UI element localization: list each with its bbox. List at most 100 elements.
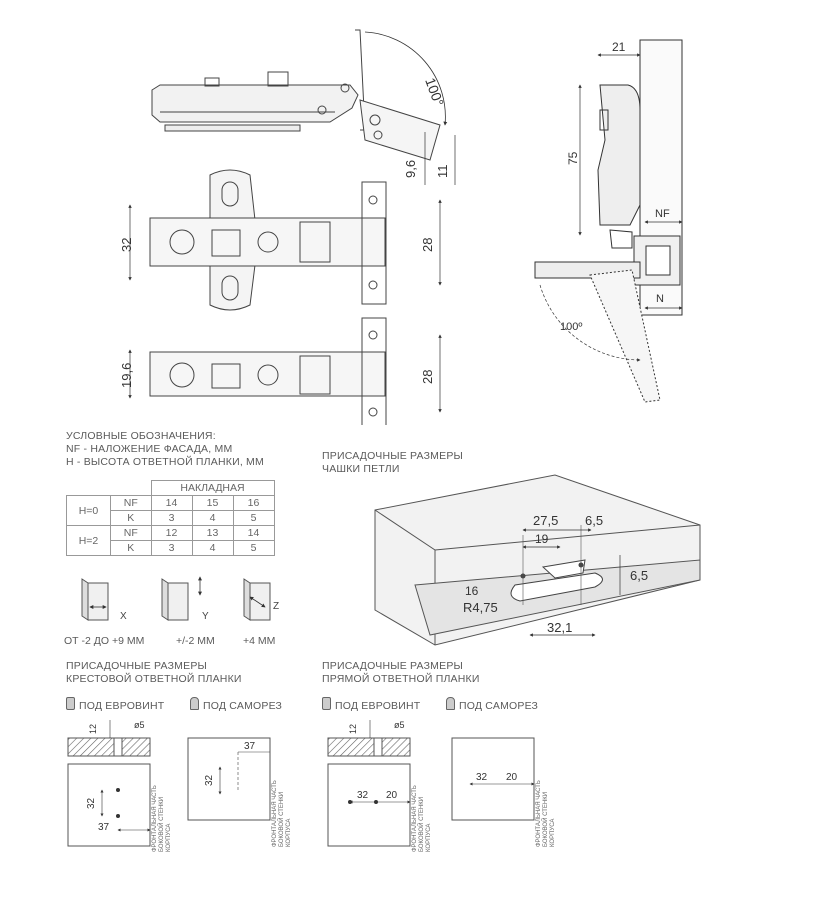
overlay-table: НАКЛАДНАЯ H=0 NF 14 15 16 K 3 4 5 H=2 NF… — [66, 480, 275, 556]
cross-dim-37-a: 37 — [98, 822, 110, 833]
wall-label-4: ФРОНТАЛЬНАЯ ЧАСТЬ — [272, 780, 278, 847]
dim-19-6: 19,6 — [119, 363, 134, 388]
wall-label-12: КОРПУСА — [550, 819, 556, 847]
table-cell: 16 — [232, 495, 275, 511]
dim-nf: NF — [655, 208, 670, 220]
table-cell: 14 — [150, 495, 193, 511]
legend: УСЛОВНЫЕ ОБОЗНАЧЕНИЯ: NF - НАЛОЖЕНИЕ ФАС… — [66, 430, 264, 469]
wall-label-9: КОРПУСА — [426, 824, 432, 852]
cup-dim-19: 19 — [535, 532, 549, 546]
table-cell: NF — [110, 525, 152, 541]
dim-32-top: 32 — [119, 238, 134, 252]
cup-dim-6-5-side: 6,5 — [630, 568, 648, 583]
table-cell: 5 — [232, 510, 275, 526]
selftap-screw-icon — [446, 697, 455, 710]
cross-dim-12: 12 — [88, 724, 98, 734]
dim-28-top: 28 — [420, 238, 435, 252]
adjust-z-range: +4 ММ — [243, 635, 275, 647]
hinge-side-view — [151, 29, 441, 161]
straight-selftap-label: ПОД САМОРЕЗ — [446, 697, 538, 713]
wall-label-8: БОКОВОЙ СТЕНКИ — [417, 797, 425, 852]
wall-label-10: ФРОНТАЛЬНАЯ ЧАСТЬ — [536, 780, 542, 847]
straight-dim-d5: ø5 — [394, 720, 405, 730]
cross-plate-drawing: 12 ø5 32 37 ФРОНТАЛЬНАЯ ЧАСТЬ БОКОВОЙ СТ… — [67, 720, 292, 852]
cross-dim-d5: ø5 — [134, 720, 145, 730]
adjust-y-label: Y — [202, 611, 209, 622]
hinge-top-view-cross — [149, 169, 387, 311]
cross-title-2: КРЕСТОВОЙ ОТВЕТНОЙ ПЛАНКИ — [66, 673, 242, 685]
dim-9-6: 9,6 — [403, 160, 418, 178]
straight-dim-32-a: 32 — [357, 790, 369, 801]
legend-title: УСЛОВНЫЕ ОБОЗНАЧЕНИЯ: — [66, 430, 216, 442]
dim-75: 75 — [566, 151, 580, 165]
straight-dim-32-b: 32 — [476, 772, 488, 783]
wall-label-5: БОКОВОЙ СТЕНКИ — [277, 792, 285, 847]
straight-self-text: ПОД САМОРЕЗ — [459, 700, 539, 712]
straight-plate-drawing: 12 ø5 32 20 ФРОНТАЛЬНАЯ ЧАСТЬ БОКОВОЙ СТ… — [327, 720, 556, 852]
table-cell: 3 — [150, 510, 193, 526]
dim-100-top: 100° — [422, 76, 447, 109]
dim-11: 11 — [435, 165, 450, 179]
table-cell: 15 — [191, 495, 234, 511]
table-cell: 13 — [191, 525, 234, 541]
table-cell: NF — [110, 495, 152, 511]
table-cell: K — [110, 510, 152, 526]
cup-caption: ПРИСАДОЧНЫЕ РАЗМЕРЫ ЧАШКИ ПЕТЛИ — [322, 450, 463, 476]
cup-dim-27-5: 27,5 — [533, 513, 558, 528]
cup-drilling-drawing: 27,5 6,5 19 16 R4,75 6,5 32,1 — [374, 474, 701, 646]
adjust-y-range: +/-2 ММ — [176, 635, 215, 647]
table-cell: 4 — [191, 540, 234, 556]
table-cell: K — [110, 540, 152, 556]
wall-label-11: БОКОВОЙ СТЕНКИ — [541, 792, 549, 847]
angle-arc-100 — [364, 31, 448, 126]
hinge-technical-drawings: 100° 9,6 11 32 28 19,6 28 — [119, 29, 683, 425]
straight-dim-20-b: 20 — [506, 772, 518, 783]
table-cell: 12 — [150, 525, 193, 541]
adjust-x-range: ОТ -2 ДО +9 ММ — [64, 635, 144, 647]
wall-label-3: КОРПУСА — [166, 824, 172, 852]
cup-dim-16: 16 — [465, 584, 479, 598]
table-header: НАКЛАДНАЯ — [150, 480, 275, 496]
cross-caption: ПРИСАДОЧНЫЕ РАЗМЕРЫ КРЕСТОВОЙ ОТВЕТНОЙ П… — [66, 660, 242, 686]
cross-selftap-label: ПОД САМОРЕЗ — [190, 697, 282, 713]
dim-n: N — [656, 293, 664, 305]
table-cell: 5 — [232, 540, 275, 556]
table-cell: 14 — [232, 525, 275, 541]
wall-label-1: ФРОНТАЛЬНАЯ ЧАСТЬ — [152, 785, 158, 852]
wall-label-7: ФРОНТАЛЬНАЯ ЧАСТЬ — [412, 785, 418, 852]
legend-nf: NF - НАЛОЖЕНИЕ ФАСАДА, ММ — [66, 443, 233, 455]
hinge-side-section — [534, 39, 683, 403]
hinge-top-view-straight — [149, 317, 387, 425]
dim-100-side: 100º — [560, 321, 582, 333]
selftap-screw-icon — [190, 697, 199, 710]
cup-title-2: ЧАШКИ ПЕТЛИ — [322, 463, 400, 475]
straight-euroscrew-label: ПОД ЕВРОВИНТ — [322, 697, 420, 713]
cup-dim-6-5-top: 6,5 — [585, 513, 603, 528]
dim-28-bottom: 28 — [420, 370, 435, 384]
euroscrew-icon — [66, 697, 75, 710]
wall-label-6: КОРПУСА — [286, 819, 292, 847]
cross-dim-32-a: 32 — [86, 797, 97, 809]
legend-h: H - ВЫСОТА ОТВЕТНОЙ ПЛАНКИ, ММ — [66, 456, 264, 468]
table-cell: 3 — [150, 540, 193, 556]
adjustment-icons: X Y Z ОТ -2 ДО +9 ММ +/-2 ММ +4 ММ — [64, 576, 279, 647]
euroscrew-icon — [322, 697, 331, 710]
straight-dim-12: 12 — [348, 724, 358, 734]
straight-title-1: ПРИСАДОЧНЫЕ РАЗМЕРЫ — [322, 660, 464, 672]
cross-dim-37-b: 37 — [244, 741, 256, 752]
table-h2: H=2 — [66, 525, 111, 556]
straight-dim-20-a: 20 — [386, 790, 398, 801]
adjust-x-label: X — [120, 611, 127, 622]
wall-label-2: БОКОВОЙ СТЕНКИ — [157, 797, 165, 852]
table-h0: H=0 — [66, 495, 111, 526]
straight-euro-text: ПОД ЕВРОВИНТ — [335, 700, 421, 712]
cross-euroscrew-label: ПОД ЕВРОВИНТ — [66, 697, 164, 713]
cross-dim-32-b: 32 — [204, 774, 215, 786]
cross-euro-text: ПОД ЕВРОВИНТ — [79, 700, 165, 712]
straight-caption: ПРИСАДОЧНЫЕ РАЗМЕРЫ ПРЯМОЙ ОТВЕТНОЙ ПЛАН… — [322, 660, 480, 686]
adjust-z-label: Z — [273, 601, 279, 612]
cup-dim-r4-75: R4,75 — [463, 600, 498, 615]
cross-title-1: ПРИСАДОЧНЫЕ РАЗМЕРЫ — [66, 660, 208, 672]
cup-dim-32-1: 32,1 — [547, 620, 572, 635]
cup-title-1: ПРИСАДОЧНЫЕ РАЗМЕРЫ — [322, 450, 464, 462]
